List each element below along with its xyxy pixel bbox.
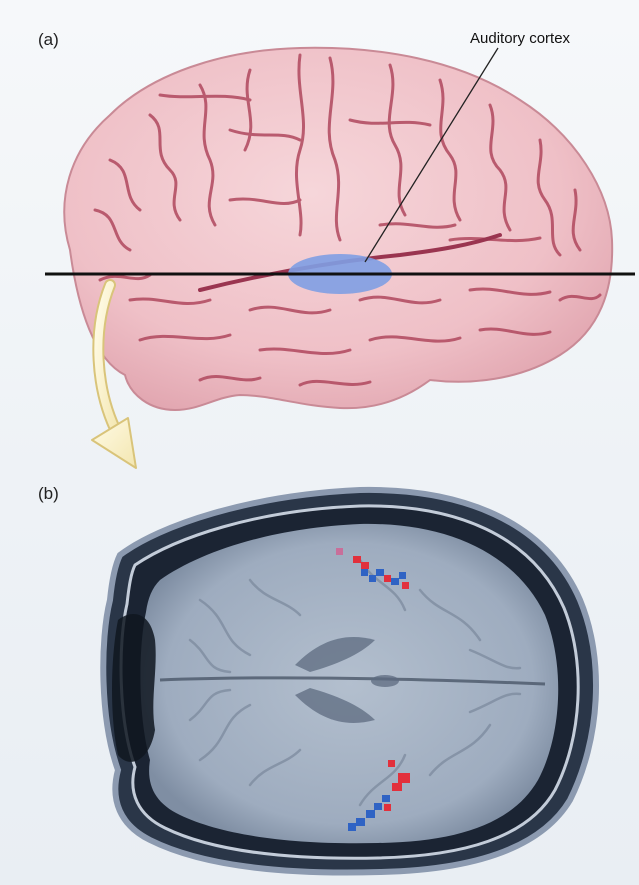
axial-mri-scan: [103, 490, 596, 873]
frontal-dark-region: [112, 614, 156, 762]
panel-label-b: (b): [38, 484, 59, 504]
brain-lateral-view: [64, 48, 612, 410]
auditory-cortex-label: Auditory cortex: [470, 30, 570, 47]
panel-label-a: (a): [38, 30, 59, 50]
